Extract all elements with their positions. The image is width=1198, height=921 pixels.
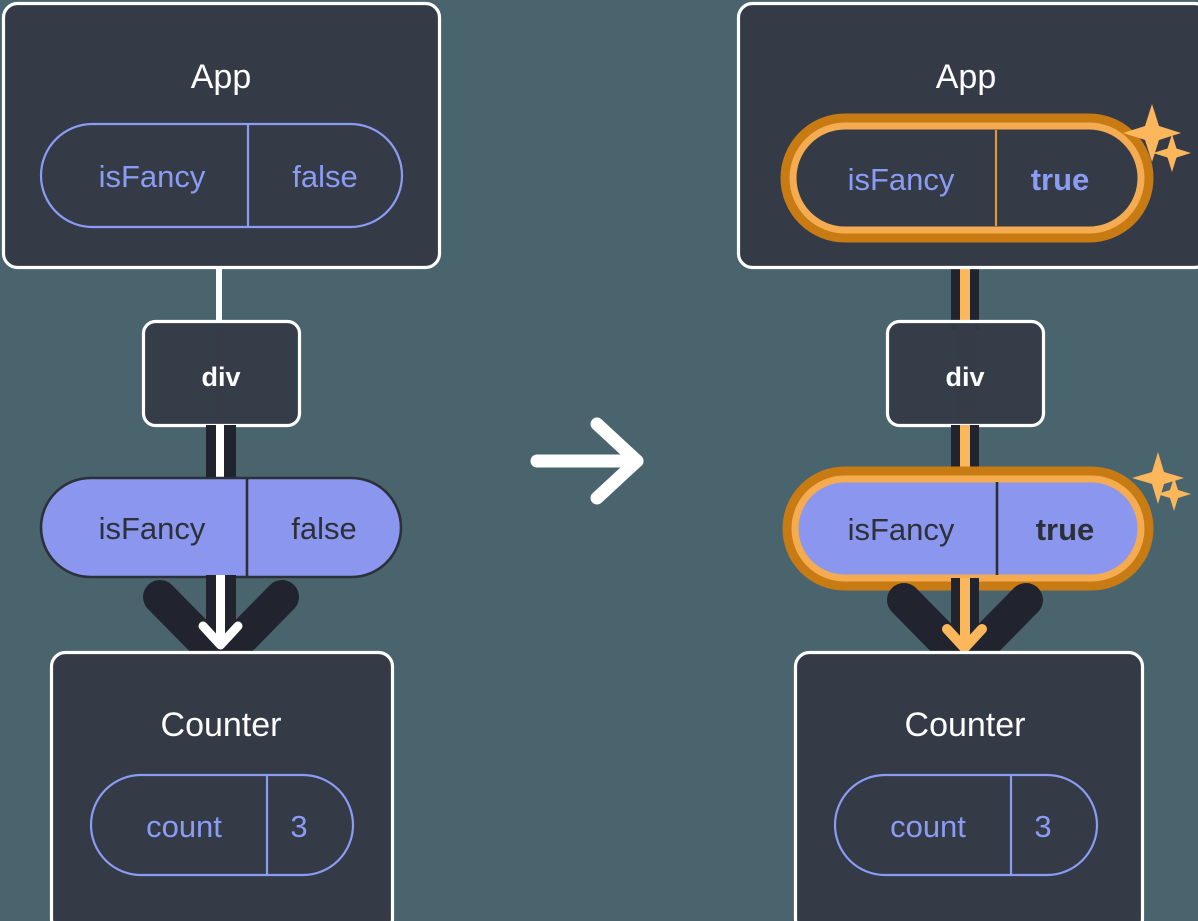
before-diagram: App isFancy false div isFancy	[1, 1, 442, 921]
before-div-label: div	[201, 362, 240, 392]
before-app-box: App isFancy false	[1, 1, 442, 270]
after-props-value: true	[1036, 512, 1095, 547]
after-diagram: App isFancy true div	[736, 1, 1198, 921]
after-app-state-value: true	[1031, 162, 1090, 197]
before-app-title: App	[191, 58, 252, 96]
after-counter-title: Counter	[905, 706, 1026, 744]
after-counter-state-pill: count 3	[833, 773, 1099, 877]
after-counter-state-value: 3	[1034, 809, 1051, 844]
after-props-sparkle-small-icon	[1157, 477, 1191, 511]
after-app-state-pill: isFancy true	[780, 113, 1154, 243]
before-div-box: div	[141, 319, 302, 430]
before-app-state-pill: isFancy false	[39, 122, 404, 229]
after-div-box: div	[885, 319, 1046, 432]
after-app-sparkle-large-icon	[1123, 104, 1181, 162]
after-props-pill: isFancy true	[782, 466, 1154, 591]
before-props-name: isFancy	[99, 511, 206, 546]
after-div-label: div	[945, 362, 984, 392]
after-props-name: isFancy	[848, 512, 955, 547]
after-props-sparkle-large-icon	[1132, 452, 1184, 504]
before-props-pill: isFancy false	[39, 476, 403, 579]
before-edge-div-to-props	[206, 425, 236, 485]
before-app-state-value: false	[292, 159, 357, 194]
after-counter-state-name: count	[890, 809, 966, 844]
after-app-title: App	[936, 58, 997, 96]
before-edge-app-to-div	[216, 258, 222, 328]
before-counter-state-pill: count 3	[89, 773, 355, 877]
before-counter-title: Counter	[161, 706, 282, 744]
after-app-sparkle-small-icon	[1153, 134, 1191, 172]
after-app-state-name: isFancy	[848, 162, 955, 197]
before-props-value: false	[291, 511, 356, 546]
before-app-state-name: isFancy	[99, 159, 206, 194]
before-counter-state-value: 3	[290, 809, 307, 844]
after-counter-box: Counter count 3	[793, 650, 1145, 921]
transition-arrow-icon	[530, 417, 644, 505]
before-counter-state-name: count	[146, 809, 222, 844]
before-counter-box: Counter count 3	[49, 650, 395, 921]
after-app-box: App isFancy true	[736, 1, 1198, 270]
